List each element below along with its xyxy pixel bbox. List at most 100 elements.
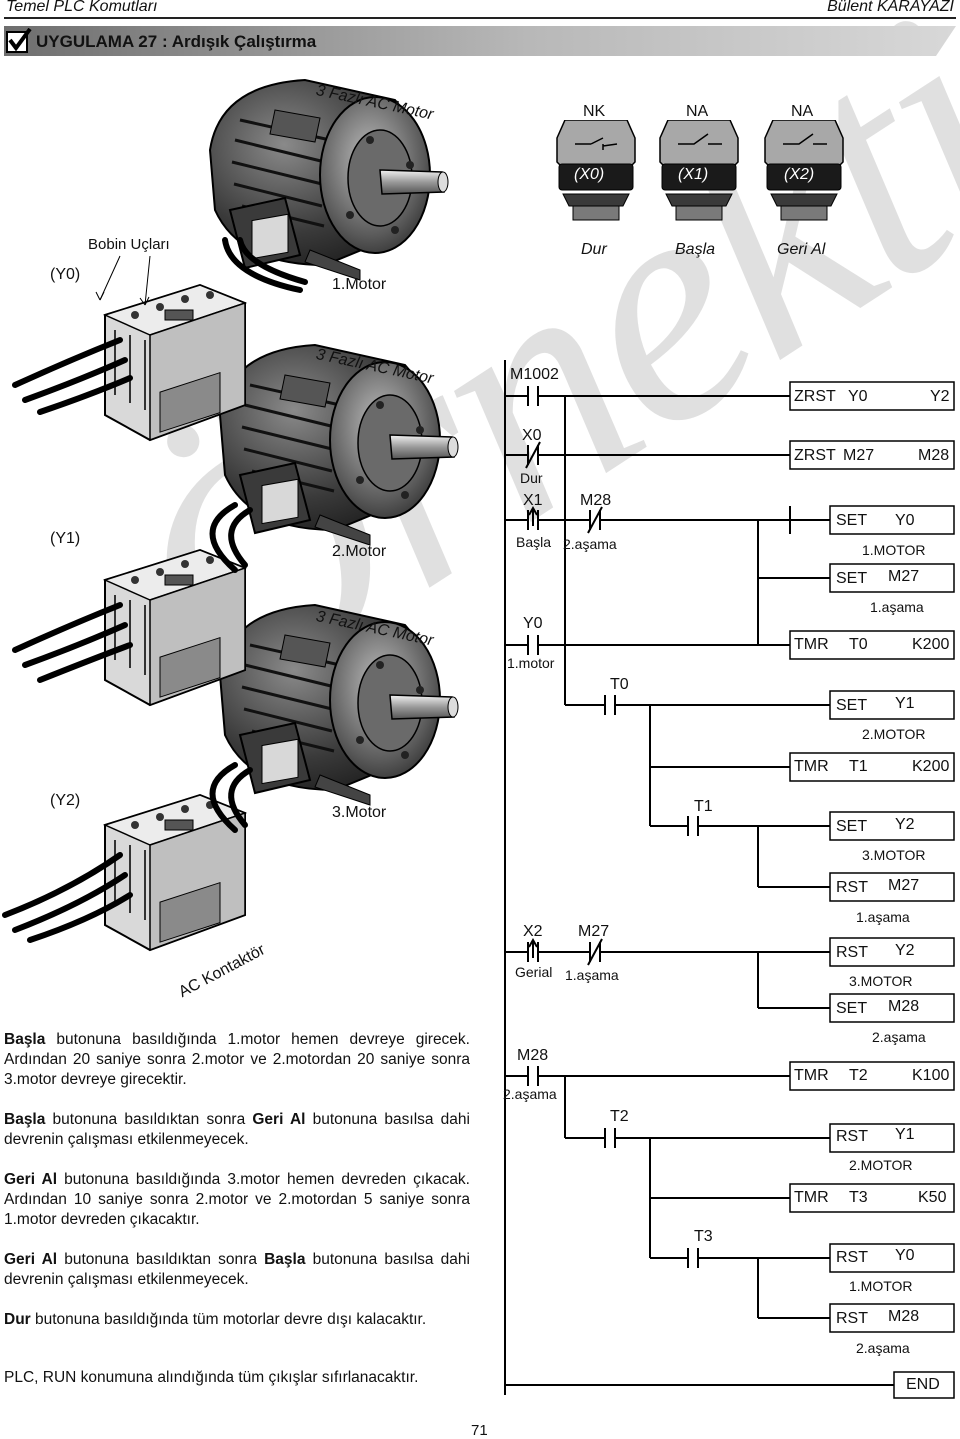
contact-m28-b: M28: [517, 1047, 549, 1064]
contact-m1002: M1002: [510, 366, 559, 383]
set-y1-comment: 2.MOTOR: [862, 726, 926, 742]
tmr-t2-b: K100: [912, 1067, 950, 1084]
paragraph-1: Başla butonuna basıldığında 1.motor heme…: [4, 1031, 470, 1088]
paragraph-4: Geri Al butonuna basıldıktan sonra Başla…: [4, 1251, 470, 1288]
contact-y0-sub: 1.motor: [507, 655, 555, 671]
zrst2-op: ZRST: [794, 447, 836, 464]
rst-m28-a: M28: [888, 1308, 920, 1325]
tmr-t0-op: TMR: [794, 636, 829, 653]
motor-3-name: 3.Motor: [332, 804, 387, 821]
set-m27-op: SET: [836, 570, 868, 587]
button-2-input: (X1): [678, 166, 709, 183]
page-number: 71: [471, 1422, 488, 1439]
rst-y0-op: RST: [836, 1249, 868, 1266]
set-y1-op: SET: [836, 697, 868, 714]
paragraph-6: PLC, RUN konumuna alındığında tüm çıkışl…: [4, 1369, 419, 1386]
tmr-t1-op: TMR: [794, 758, 829, 775]
rst-m27-op: RST: [836, 879, 868, 896]
rst-m28-comment: 2.aşama: [856, 1340, 910, 1356]
button-1-type: NK: [583, 103, 606, 120]
motor-2-output: (Y1): [50, 530, 81, 547]
tmr-t0-a: T0: [849, 636, 868, 653]
set-y2-comment: 3.MOTOR: [862, 847, 926, 863]
zrst1-a: Y0: [848, 388, 868, 405]
contact-m28-a-sub: 2.aşama: [563, 536, 617, 552]
header-right: Bülent KARAYAZI: [827, 0, 954, 15]
contact-m27: M27: [578, 923, 610, 940]
banner-title: UYGULAMA 27 : Ardışık Çalıştırma: [36, 32, 317, 51]
set-y0-op: SET: [836, 512, 868, 529]
motor-3-output: (Y2): [50, 792, 81, 809]
rst-m27-comment: 1.aşama: [856, 909, 910, 925]
button-1-name: Dur: [581, 241, 607, 258]
rst-y2-a: Y2: [895, 942, 915, 959]
contact-t3: T3: [694, 1228, 713, 1245]
contact-m27-sub: 1.aşama: [565, 967, 619, 983]
rst-y1-comment: 2.MOTOR: [849, 1157, 913, 1173]
set-y0-a: Y0: [895, 512, 915, 529]
button-2-type: NA: [686, 103, 709, 120]
contact-m28-a: M28: [580, 492, 612, 509]
rst-y1-a: Y1: [895, 1126, 915, 1143]
tmr-t3-a: T3: [849, 1189, 868, 1206]
contact-t0: T0: [610, 676, 629, 693]
contact-t1: T1: [694, 798, 713, 815]
rst-m27-a: M27: [888, 877, 920, 894]
push-buttons-illustration: [556, 120, 844, 221]
tmr-t1-b: K200: [912, 758, 950, 775]
paragraph-2: Başla butonuna basıldıktan sonra Geri Al…: [4, 1111, 470, 1148]
contact-x0-sub: Dur: [520, 470, 543, 486]
contact-x1-sub: Başla: [516, 534, 552, 550]
rst-y2-comment: 3.MOTOR: [849, 973, 913, 989]
contact-x1: X1: [523, 492, 543, 509]
button-3-name: Geri Al: [777, 241, 826, 258]
contact-t2: T2: [610, 1108, 629, 1125]
contact-x2-sub: Gerial: [515, 964, 553, 980]
set-y2-op: SET: [836, 818, 868, 835]
motor-illustration: [2, 78, 460, 951]
rst-y1-op: RST: [836, 1128, 868, 1145]
zrst2-b: M28: [918, 447, 950, 464]
set-y0-comment: 1.MOTOR: [862, 542, 926, 558]
contact-m28-b-sub: 2.aşama: [503, 1086, 557, 1102]
paragraph-5: Dur butonuna basıldığında tüm motorlar d…: [4, 1311, 427, 1328]
rst-y0-comment: 1.MOTOR: [849, 1278, 913, 1294]
contact-x2: X2: [523, 923, 543, 940]
banner-bar: [4, 26, 956, 56]
header-rule: [4, 17, 956, 19]
zrst1-b: Y2: [930, 388, 950, 405]
button-1-input: (X0): [574, 166, 605, 183]
button-3-type: NA: [791, 103, 814, 120]
set-y1-a: Y1: [895, 695, 915, 712]
button-3-input: (X2): [784, 166, 815, 183]
set-m28-comment: 2.aşama: [872, 1029, 926, 1045]
tmr-t2-op: TMR: [794, 1067, 829, 1084]
rst-m28-op: RST: [836, 1310, 868, 1327]
tmr-t1-a: T1: [849, 758, 868, 775]
header-left: Temel PLC Komutları: [6, 0, 158, 15]
checkbox-icon: [6, 28, 32, 53]
set-m27-a: M27: [888, 568, 920, 585]
set-y2-a: Y2: [895, 816, 915, 833]
tmr-t3-b: K50: [918, 1189, 947, 1206]
end-instruction: END: [906, 1376, 940, 1393]
contact-x0: X0: [522, 427, 542, 444]
motor-1-output: (Y0): [50, 266, 81, 283]
tmr-t3-op: TMR: [794, 1189, 829, 1206]
rst-y2-op: RST: [836, 944, 868, 961]
set-m28-op: SET: [836, 1000, 868, 1017]
motor-1-name: 1.Motor: [332, 276, 387, 293]
tmr-t0-b: K200: [912, 636, 950, 653]
rst-y0-a: Y0: [895, 1247, 915, 1264]
paragraph-3: Geri Al butonuna basıldığında 3.motor he…: [4, 1171, 470, 1228]
zrst1-op: ZRST: [794, 388, 836, 405]
zrst2-a: M27: [843, 447, 875, 464]
contact-y0: Y0: [523, 615, 543, 632]
set-m27-comment: 1.aşama: [870, 599, 924, 615]
coil-terminals-label: Bobin Uçları: [88, 236, 170, 253]
set-m28-a: M28: [888, 998, 920, 1015]
ladder-diagram: [504, 360, 955, 1399]
motor-2-name: 2.Motor: [332, 543, 387, 560]
tmr-t2-a: T2: [849, 1067, 868, 1084]
button-2-name: Başla: [675, 241, 716, 258]
